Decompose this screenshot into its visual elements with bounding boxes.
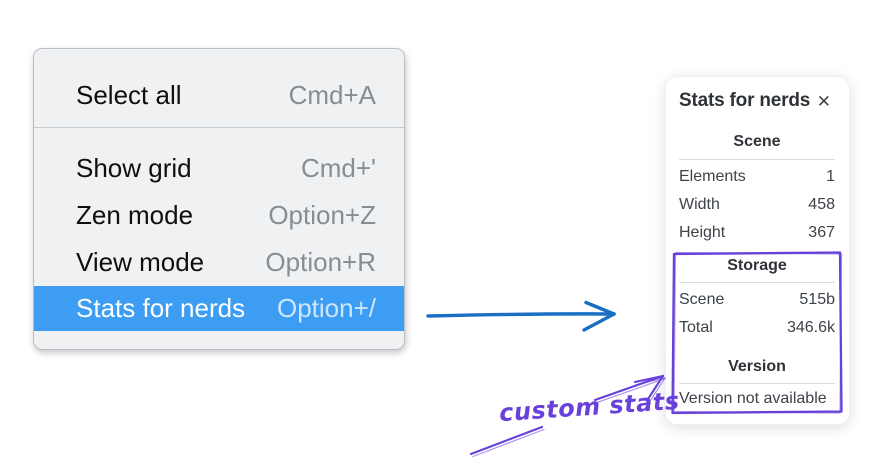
stat-label: Elements bbox=[679, 168, 746, 185]
menu-item-shortcut: Option+/ bbox=[276, 293, 376, 323]
menu-divider bbox=[34, 127, 404, 128]
stat-label: Width bbox=[679, 196, 720, 213]
section-divider bbox=[679, 282, 835, 283]
menu-item-shortcut: Cmd+' bbox=[300, 153, 376, 183]
menu-item-label: Select all bbox=[76, 79, 182, 110]
section-heading-scene: Scene bbox=[733, 133, 781, 150]
menu-item-shortcut: Option+Z bbox=[268, 200, 376, 230]
stat-value: 1 bbox=[826, 168, 835, 185]
section-divider bbox=[679, 159, 835, 160]
stat-label: Height bbox=[679, 224, 726, 241]
stat-label: Total bbox=[679, 319, 713, 336]
menu-item-shortcut: Cmd+A bbox=[288, 79, 376, 110]
blue-arrow bbox=[426, 300, 616, 332]
version-note: Version not available bbox=[679, 390, 827, 407]
menu-item-label: Stats for nerds bbox=[76, 293, 246, 323]
context-menu: Select all Cmd+A Show grid Cmd+' Zen mod… bbox=[33, 48, 405, 350]
scene-rows: Elements 1 Width 458 Height 367 bbox=[679, 163, 835, 247]
menu-item-label: Zen mode bbox=[76, 200, 194, 230]
stat-value: 515b bbox=[799, 291, 835, 308]
section-heading-version: Version bbox=[728, 358, 786, 375]
menu-item-label: Show grid bbox=[76, 153, 192, 183]
stat-value: 346.6k bbox=[786, 319, 835, 336]
menu-item-label: View mode bbox=[76, 247, 205, 277]
menu-item-zen-mode[interactable]: Zen mode Option+Z bbox=[34, 192, 404, 239]
menu-item-view-mode[interactable]: View mode Option+R bbox=[34, 239, 404, 286]
stat-value: 367 bbox=[808, 224, 835, 241]
menu-item-show-grid[interactable]: Show grid Cmd+' bbox=[34, 145, 404, 192]
stats-panel-title: Stats for nerds bbox=[679, 90, 811, 111]
close-icon[interactable]: ✕ bbox=[816, 91, 831, 111]
menu-spacer bbox=[34, 128, 404, 145]
stats-panel-header: Stats for nerds ✕ bbox=[679, 89, 835, 113]
stat-row-scene-size: Scene 515b bbox=[679, 286, 835, 314]
stat-row-height: Height 367 bbox=[679, 219, 835, 247]
menu-item-shortcut: Option+R bbox=[265, 247, 376, 277]
menu-item-stats-for-nerds[interactable]: Stats for nerds Option+/ bbox=[34, 286, 404, 331]
stat-row-total-size: Total 346.6k bbox=[679, 314, 835, 342]
annotation-label: custom stats bbox=[498, 386, 681, 428]
stat-label: Scene bbox=[679, 291, 725, 308]
menu-item-select-all[interactable]: Select all Cmd+A bbox=[34, 63, 404, 127]
stat-value: 458 bbox=[808, 196, 835, 213]
section-heading-storage: Storage bbox=[727, 257, 787, 274]
section-divider bbox=[679, 383, 835, 384]
stats-panel: Stats for nerds ✕ Scene Elements 1 Width… bbox=[665, 76, 850, 425]
storage-rows: Scene 515b Total 346.6k bbox=[679, 286, 835, 342]
stat-row-width: Width 458 bbox=[679, 191, 835, 219]
stat-row-elements: Elements 1 bbox=[679, 163, 835, 191]
